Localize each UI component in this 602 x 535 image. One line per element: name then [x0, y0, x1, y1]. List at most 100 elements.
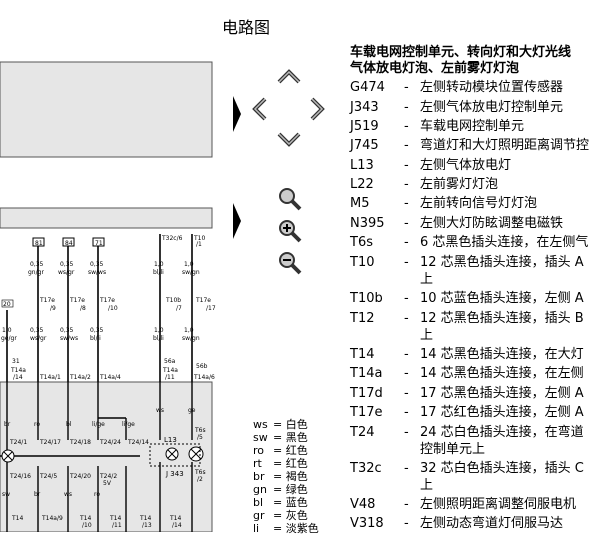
lower-color-4: bl/li: [90, 335, 101, 342]
wire-key-rt: rt= 红色: [253, 457, 308, 470]
wire-key-gn: gn= 绿色: [253, 483, 308, 496]
wire-key-li: li= 淡紫色: [253, 522, 319, 535]
lower-color-3: sw/ws: [60, 335, 78, 342]
lower-size-3: 0,35: [60, 327, 74, 334]
t6s-label: T6s: [194, 427, 206, 434]
mid-wire-6: ws: [156, 407, 164, 414]
mid-wire-4: li/ge: [92, 421, 105, 428]
bottom-wire-2: br: [34, 491, 41, 498]
fuse-81: 81: [35, 240, 43, 247]
lower-size-5: 1,0: [154, 327, 164, 334]
connector-t32c: T32c/6: [161, 235, 183, 242]
row2-3: T24/18: [69, 439, 91, 446]
wire-color-3: sw/ws: [88, 269, 106, 276]
bottom-wire-1: sw: [2, 491, 10, 498]
row2-2: T24/17: [39, 439, 61, 446]
t6s2-label: T6s: [194, 469, 206, 476]
bottom-row-5: T14: [139, 515, 151, 522]
circuit-diagram: 81 84 71 T32c/6 T10 /1 0,35 gn/gr 0,35 w…: [0, 61, 216, 532]
row3-4: T24/2: [99, 473, 117, 480]
mid-wire-3: bl: [66, 421, 72, 428]
wire-color-5: sw/gn: [182, 269, 200, 276]
pin-code-2: T17e: [69, 297, 85, 304]
row2-5: T24/14: [127, 439, 149, 446]
wire-size-2: 0,35: [60, 261, 74, 268]
j745-module: [0, 381, 213, 532]
pan-right-icon[interactable]: [308, 96, 326, 122]
wire-key-sw: sw= 黑色: [253, 431, 308, 444]
left-pin: 20: [3, 301, 11, 308]
bottom-row-2: T14a/9: [41, 515, 63, 522]
lower-size-2: 0,35: [30, 327, 44, 334]
wire-size-1: 0,35: [30, 261, 44, 268]
lower-size-4: 0,35: [90, 327, 104, 334]
t6s2-pin: /2: [197, 476, 203, 483]
j519-module-top: [0, 61, 213, 158]
bottom-wire-3: ws: [64, 491, 72, 498]
connector-t10-pin: /1: [196, 241, 202, 248]
bottom-row-1: T14: [11, 515, 23, 522]
lower-color-6: sw/gn: [182, 335, 200, 342]
bottom-row-3: T14: [79, 515, 91, 522]
mid-wire-2: ro: [34, 421, 40, 428]
pin-num-3: /10: [108, 305, 118, 312]
pin-code-3: T17e: [99, 297, 115, 304]
legend-heading: 车载电网控制单元、转向灯和大灯光线 气体放电灯泡、左前雾灯灯泡: [350, 45, 571, 77]
wire-color-2: ws/gr: [58, 269, 75, 276]
box-label-56b: 56b: [196, 363, 208, 370]
row3-3: T24/20: [69, 473, 91, 480]
component-l13: L13: [164, 436, 177, 444]
j519-module-strip: [0, 207, 213, 229]
wire-color-1: gn/gr: [28, 269, 44, 276]
fuse-84: 84: [65, 240, 73, 247]
pin-num-1: /9: [50, 305, 56, 312]
wire-key-gr: gr= 灰色: [253, 509, 308, 522]
bottom-row-4: T14: [109, 515, 121, 522]
pin-code-5: T17e: [195, 297, 211, 304]
bottom-wire-4: ro: [94, 491, 100, 498]
conn-row1-6: T14a/6: [193, 374, 215, 381]
pin-code-1: T17e: [39, 297, 55, 304]
wire-key-br: br= 褐色: [253, 470, 308, 483]
collapse-arrow-icon-2[interactable]: [231, 201, 243, 241]
zoom-in-icon[interactable]: [277, 218, 303, 244]
bottom-row-3-pin: /10: [82, 522, 92, 529]
wire-size-3: 0,35: [90, 261, 104, 268]
mid-wire-1: br: [4, 421, 11, 428]
bottom-row-4-pin: /11: [112, 522, 122, 529]
lower-color-1: ge/gr: [1, 335, 17, 342]
conn-row1-2: T14a/1: [39, 374, 61, 381]
lower-color-5: bl/li: [153, 335, 164, 342]
conn-row1-5: T14a: [162, 367, 178, 374]
pan-up-icon[interactable]: [276, 68, 302, 86]
pan-down-icon[interactable]: [276, 130, 302, 148]
bottom-row-6: T14: [169, 515, 181, 522]
collapse-arrow-icon[interactable]: [231, 94, 243, 134]
zoom-out-icon[interactable]: [277, 250, 303, 276]
wire-key-ro: ro= 红色: [253, 444, 308, 457]
box-label-31: 31: [12, 358, 20, 365]
t6s-pin: /5: [197, 434, 203, 441]
pin-num-5: /17: [206, 305, 216, 312]
box-label-56a: 56a: [164, 358, 176, 365]
component-j343: J 343: [165, 470, 184, 478]
row3-2: T24/5: [39, 473, 57, 480]
connector-t10: T10: [193, 235, 205, 242]
wire-size-5: 1,0: [184, 261, 194, 268]
lower-size-6: 1,0: [184, 327, 194, 334]
conn-row1-4: T14a/4: [99, 374, 121, 381]
conn-row1-5-pin: /11: [165, 374, 175, 381]
bottom-row-6-pin: /14: [172, 522, 182, 529]
zoom-reset-icon[interactable]: [277, 186, 303, 212]
legend-heading-line2: 气体放电灯泡、左前雾灯灯泡: [350, 61, 520, 76]
pin-num-4: /7: [176, 305, 182, 312]
wire-key-bl: bl= 蓝色: [253, 496, 308, 509]
pin-code-4: T10b: [165, 297, 181, 304]
legend-heading-line1: 车载电网控制单元、转向灯和大灯光线: [350, 45, 572, 60]
row3-note: 5V: [103, 480, 112, 487]
fuse-71: 71: [95, 240, 103, 247]
pan-left-icon[interactable]: [251, 96, 269, 122]
lower-size-1: 1,0: [2, 327, 12, 334]
conn-row1-3: T14a/2: [69, 374, 91, 381]
mid-wire-7: ge: [188, 407, 196, 414]
